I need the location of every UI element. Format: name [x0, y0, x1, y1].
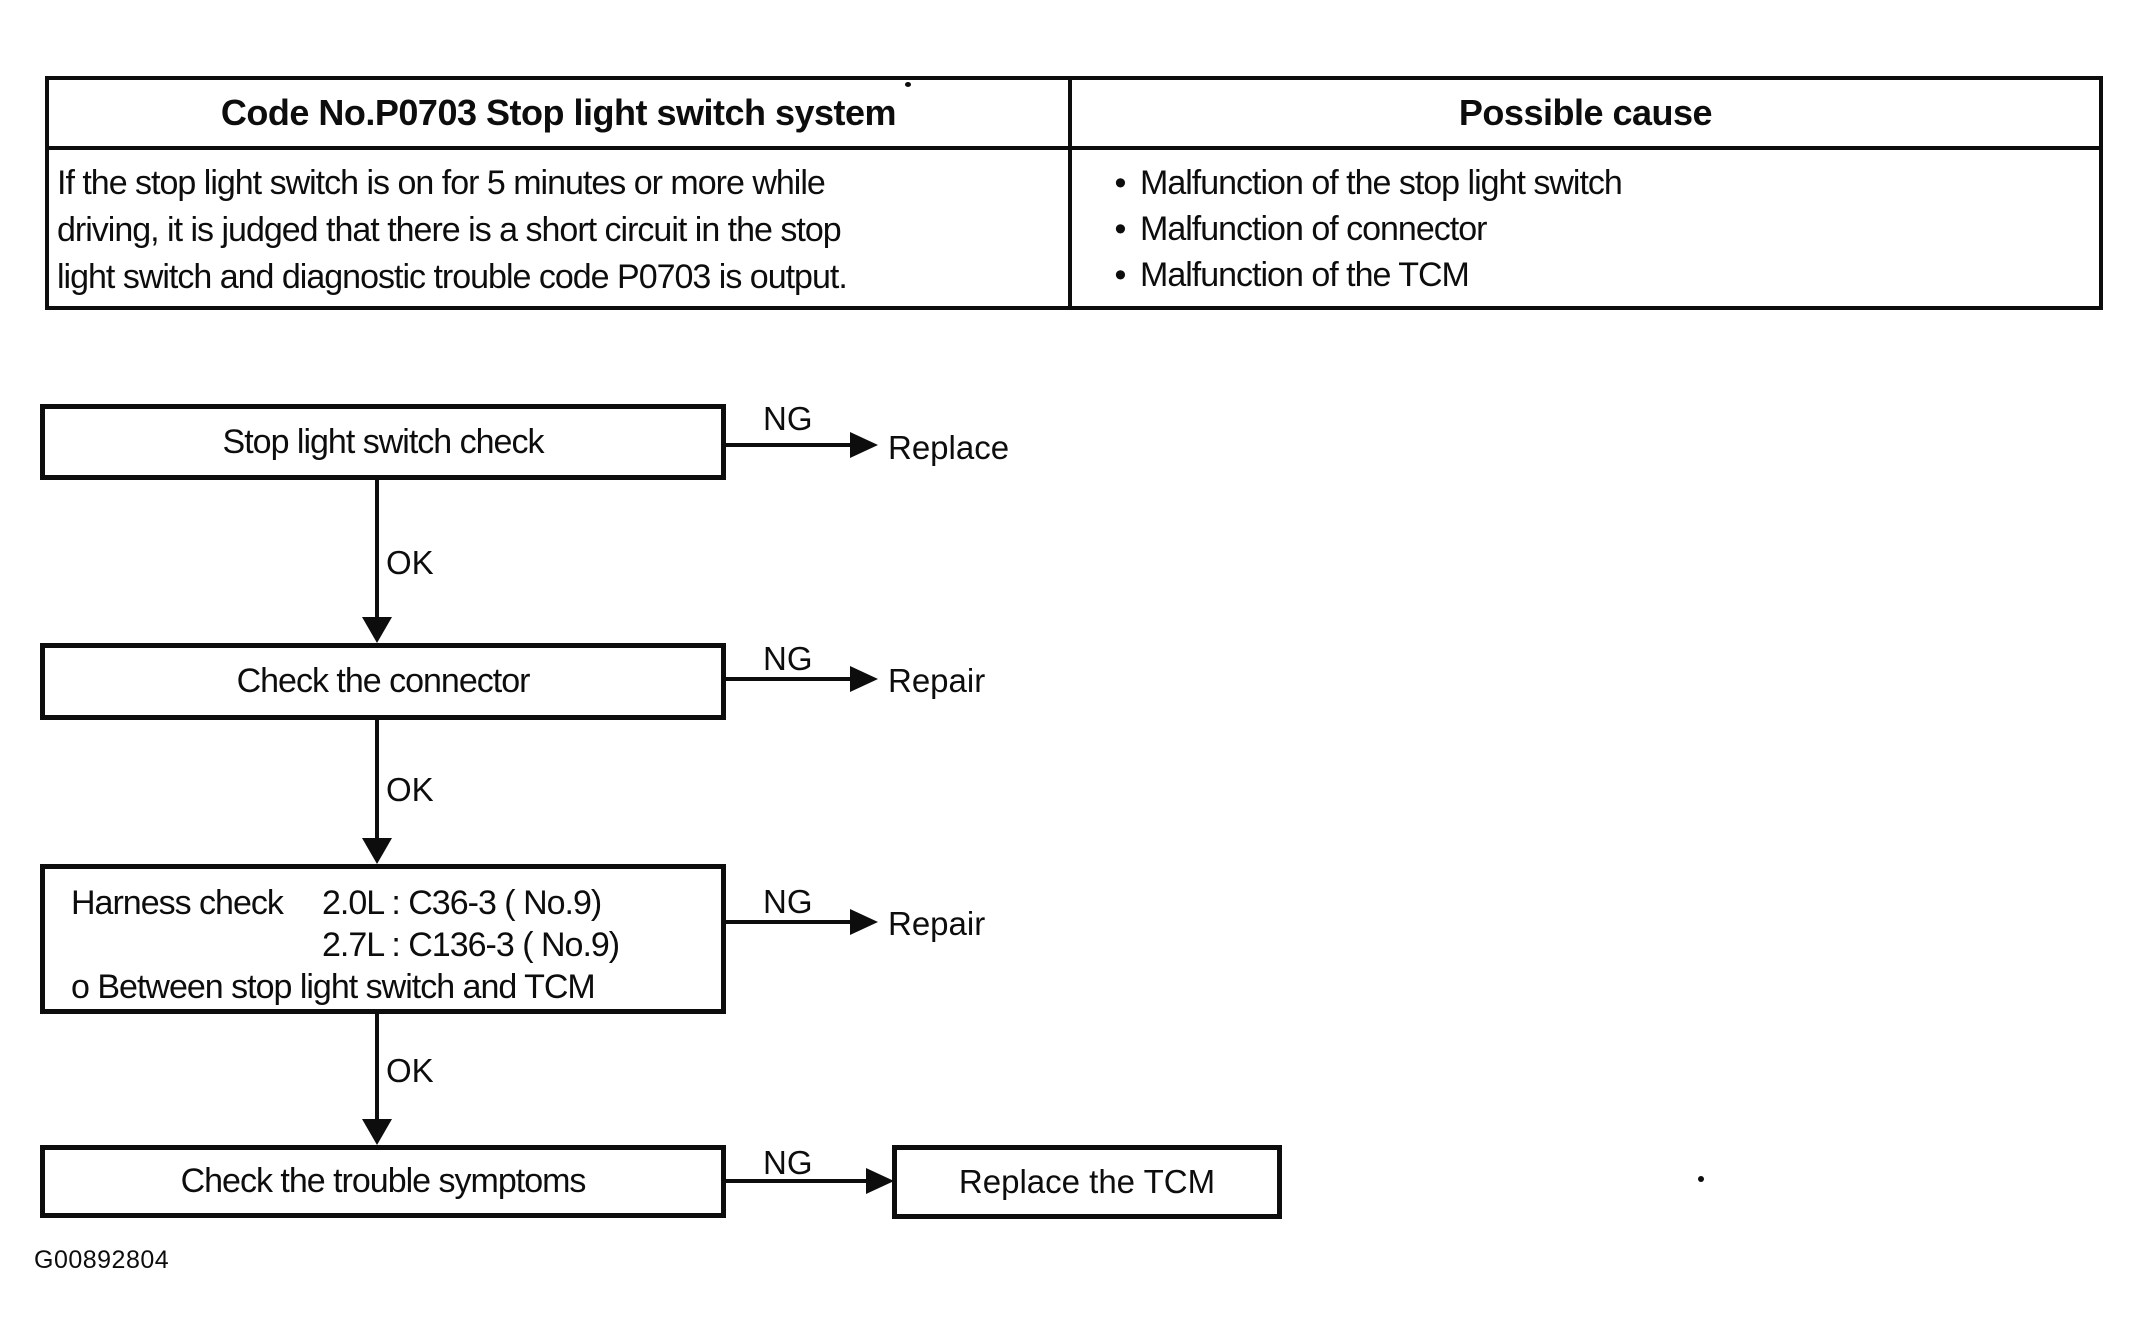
cause-text: Malfunction of the TCM [1140, 256, 1470, 294]
arrow-down-icon [362, 617, 392, 643]
possible-cause-header-text: Possible cause [1458, 92, 1713, 133]
description-line: driving, it is judged that there is a sh… [57, 211, 842, 249]
flow-result-replace-tcm-box: Replace the TCM [892, 1145, 1282, 1219]
harness-check-line1: Harness check 2.0L : C36-3 ( No.9) [71, 882, 721, 924]
possible-cause-header: Possible cause [1072, 80, 2099, 150]
ok-connector-line [375, 719, 379, 840]
description-line: light switch and diagnostic trouble code… [57, 258, 848, 296]
dtc-description-cell: If the stop light switch is on for 5 min… [49, 150, 1072, 306]
cause-item: • Malfunction of connector [1100, 206, 2099, 252]
flow-step-label: Stop light switch check [222, 422, 545, 461]
ng-label: NG [763, 883, 813, 920]
description-line: If the stop light switch is on for 5 min… [57, 164, 826, 202]
scan-speck [1698, 1176, 1704, 1182]
arrow-right-icon [866, 1168, 894, 1194]
dtc-info-table: Code No.P0703 Stop light switch system P… [45, 76, 2103, 310]
harness-check-line2: 2.7L : C136-3 ( No.9) [322, 924, 721, 966]
arrow-down-icon [362, 1119, 392, 1145]
flow-step-label: Check the connector [236, 662, 531, 700]
ng-label: NG [763, 640, 813, 677]
ok-label: OK [386, 544, 434, 581]
bullet-icon: • [1114, 256, 1127, 294]
flow-step-harness-check: Harness check 2.0L : C36-3 ( No.9) 2.7L … [40, 864, 726, 1014]
harness-check-label: Harness check [71, 884, 284, 922]
ng-label: NG [763, 1144, 813, 1181]
cause-item: • Malfunction of the stop light switch [1100, 160, 2099, 206]
flow-step-stop-light-switch-check: Stop light switch check [40, 404, 726, 480]
cause-item: • Malfunction of the TCM [1100, 252, 2099, 298]
dtc-code-header-text: Code No.P0703 Stop light switch system [220, 92, 897, 133]
bullet-icon: • [1114, 210, 1127, 248]
ng-result-repair: Repair [888, 905, 986, 942]
ok-label: OK [386, 771, 434, 808]
ng-result-repair: Repair [888, 662, 986, 699]
ng-connector-line [722, 1179, 868, 1183]
ok-label: OK [386, 1052, 434, 1089]
arrow-down-icon [362, 838, 392, 864]
ng-connector-line [722, 443, 852, 447]
ng-result-replace: Replace [888, 429, 1010, 466]
flow-step-label: Check the trouble symptoms [180, 1162, 587, 1200]
cause-text: Malfunction of connector [1140, 210, 1487, 248]
arrow-right-icon [850, 666, 878, 692]
ng-connector-line [722, 920, 852, 924]
ng-connector-line [722, 677, 852, 681]
figure-id: G00892804 [34, 1246, 170, 1274]
possible-cause-cell: • Malfunction of the stop light switch •… [1072, 150, 2099, 306]
ng-label: NG [763, 400, 813, 437]
harness-check-connector-20l: 2.0L : C36-3 ( No.9) [322, 884, 602, 922]
flow-result-label: Replace the TCM [958, 1163, 1216, 1200]
cause-text: Malfunction of the stop light switch [1140, 164, 1623, 202]
harness-check-note: o Between stop light switch and TCM [71, 968, 596, 1006]
ok-connector-line [375, 1012, 379, 1121]
arrow-right-icon [850, 432, 878, 458]
harness-check-connector-27l: 2.7L : C136-3 ( No.9) [322, 926, 620, 964]
scan-speck [905, 82, 911, 87]
dtc-code-header: Code No.P0703 Stop light switch system [49, 80, 1072, 150]
flow-step-check-trouble-symptoms: Check the trouble symptoms [40, 1145, 726, 1218]
ok-connector-line [375, 479, 379, 619]
arrow-right-icon [850, 909, 878, 935]
bullet-icon: • [1114, 164, 1127, 202]
flow-step-check-connector: Check the connector [40, 643, 726, 720]
